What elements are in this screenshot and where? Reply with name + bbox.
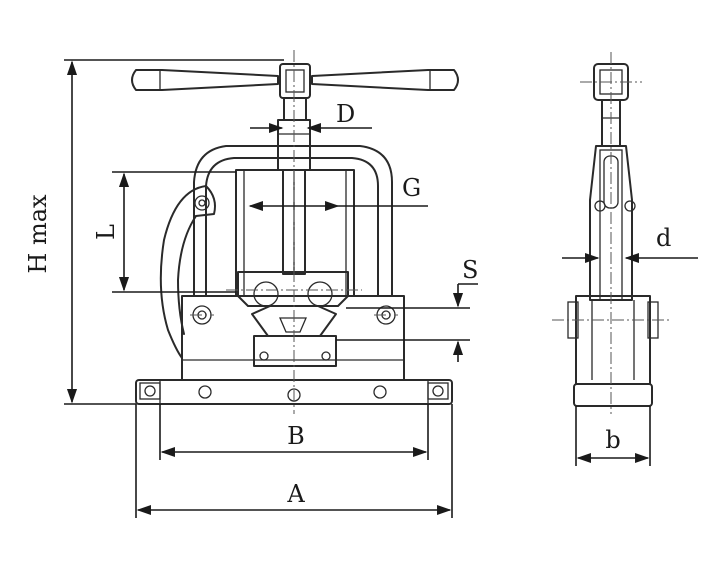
side-view: d b [552, 52, 698, 466]
dimension-h-max: H max [24, 59, 284, 405]
label-b-upper: B [287, 422, 305, 450]
dimension-l: L [92, 171, 236, 293]
die-block [237, 271, 349, 367]
front-view: H max D G L S [24, 50, 478, 518]
dimension-b-lower: b [575, 406, 651, 466]
dimension-g: G [248, 174, 428, 212]
t-handle [131, 63, 459, 121]
dimension-b-upper: B [159, 404, 429, 460]
label-d-lower: d [656, 224, 671, 252]
dimension-a: A [135, 404, 453, 518]
label-h-max: H max [24, 194, 52, 274]
side-lever [159, 185, 216, 359]
label-a: A [286, 480, 305, 508]
label-b-lower: b [605, 426, 620, 454]
label-g: G [402, 174, 421, 202]
label-d-upper: D [336, 100, 355, 128]
label-l: L [92, 224, 120, 240]
dimension-s: S [336, 256, 478, 362]
label-s: S [462, 256, 478, 284]
lower-body [181, 295, 405, 402]
dimension-d-upper: D [250, 100, 372, 134]
dimension-d-lower: d [562, 224, 698, 264]
